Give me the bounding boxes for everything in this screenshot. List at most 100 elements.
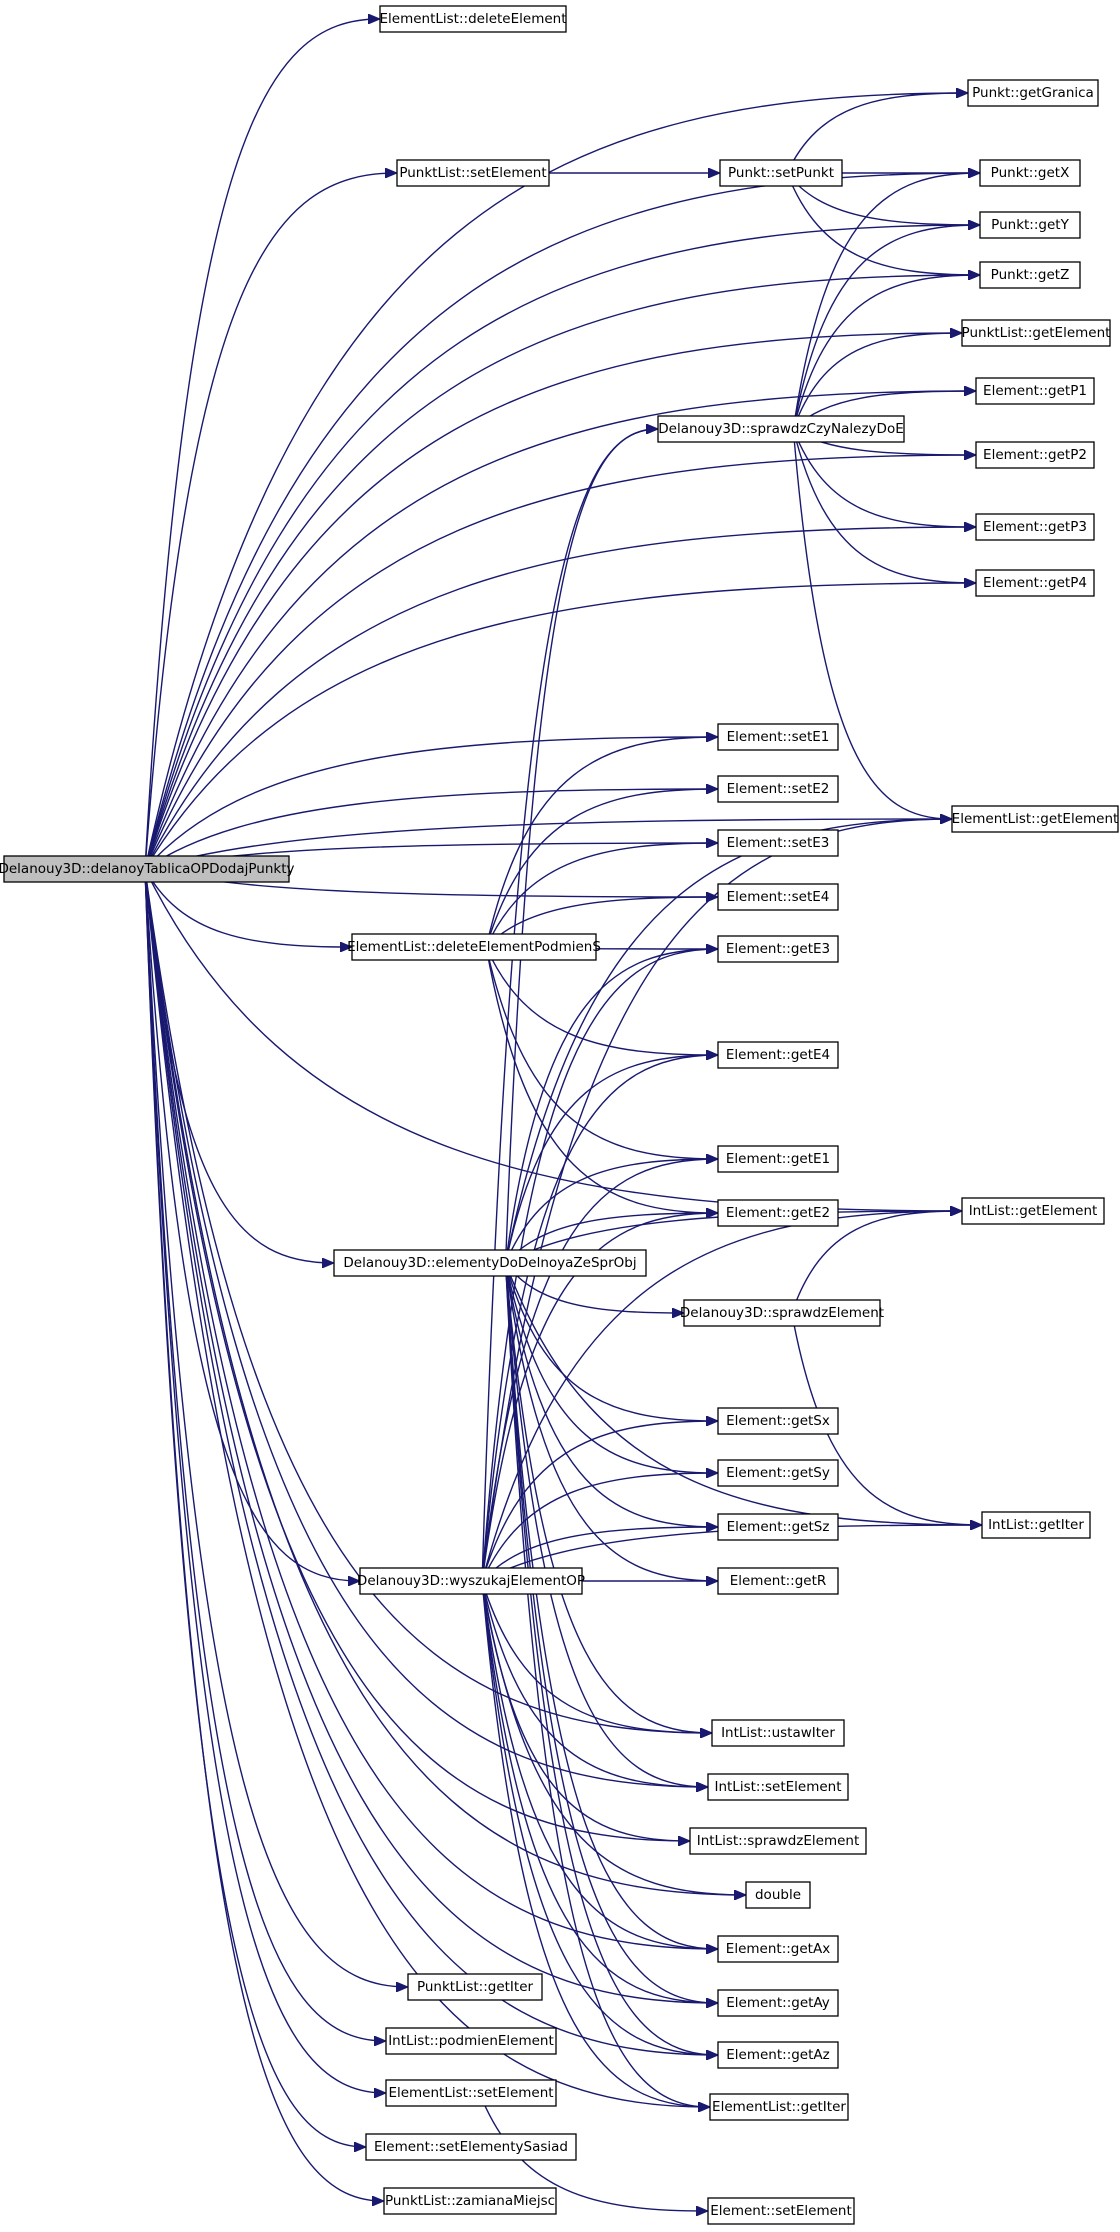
node-label: Element::getP3 [983, 519, 1087, 535]
node-label: IntList::getIter [988, 1517, 1084, 1533]
node-el-deleteElementPodmienS[interactable]: ElementList::deleteElementPodmienS [347, 933, 601, 961]
node-e-setE3[interactable]: Element::setE3 [717, 829, 839, 857]
node-label: Element::getSy [726, 1465, 830, 1481]
node-e-getAy[interactable]: Element::getAy [717, 1989, 839, 2017]
edge-d-sprawdzCzy-to-e-getP3 [792, 428, 975, 527]
edge-root-to-e-setE1 [144, 737, 717, 870]
node-il-podmien[interactable]: IntList::podmienElement [385, 2027, 557, 2055]
node-box [717, 2041, 839, 2069]
node-e-setE1[interactable]: Element::setE1 [717, 723, 839, 751]
node-box [707, 2197, 855, 2225]
node-e-getSy[interactable]: Element::getSy [717, 1459, 839, 1487]
node-il-getIter[interactable]: IntList::getIter [981, 1511, 1091, 1539]
node-e-setSasiad[interactable]: Element::setElementySasiad [365, 2133, 577, 2161]
node-label: Element::getE3 [726, 941, 830, 957]
node-el-setElement[interactable]: ElementList::setElement [385, 2079, 557, 2107]
node-d-elementyDo[interactable]: Delanouy3D::elementyDoDelnoyaZeSprObj [333, 1249, 647, 1277]
edge-d-elementyDo-to-e-getR [504, 1262, 717, 1581]
node-e-getP4[interactable]: Element::getP4 [975, 569, 1095, 597]
node-p-getX[interactable]: Punkt::getX [979, 159, 1081, 187]
edge-d-wyszukaj-to-e-getAy [481, 1580, 717, 2003]
node-box [365, 2133, 577, 2161]
node-e-setElement[interactable]: Element::setElement [707, 2197, 855, 2225]
node-label: Element::setE1 [727, 729, 830, 745]
node-e-getSz[interactable]: Element::getSz [717, 1513, 839, 1541]
node-il-ustawIter[interactable]: IntList::ustawIter [711, 1719, 845, 1747]
node-e-getP3[interactable]: Element::getP3 [975, 513, 1095, 541]
node-p-setPunkt[interactable]: Punkt::setPunkt [719, 159, 843, 187]
node-e-getAx[interactable]: Element::getAx [717, 1935, 839, 1963]
node-double[interactable]: double [745, 1881, 811, 1909]
node-box [719, 159, 843, 187]
node-el-getElement[interactable]: ElementList::getElement [951, 805, 1119, 833]
node-d-sprawdzCzy[interactable]: Delanouy3D::sprawdzCzyNalezyDoE [657, 415, 905, 443]
node-label: Element::getSz [727, 1519, 830, 1535]
edge-d-wyszukaj-to-e-getE2 [481, 1213, 717, 1582]
node-box [385, 2079, 557, 2107]
node-root[interactable]: Delanouy3D::delanoyTablicaOPDodajPunkty [0, 855, 295, 883]
node-box [711, 1719, 845, 1747]
node-label: IntList::setElement [714, 1779, 841, 1795]
node-il-getElement[interactable]: IntList::getElement [961, 1197, 1105, 1225]
node-label: Delanouy3D::wyszukajElementOP [357, 1573, 585, 1589]
node-e-getE4[interactable]: Element::getE4 [717, 1041, 839, 1069]
node-box [333, 1249, 647, 1277]
node-box [975, 377, 1095, 405]
node-d-sprawdzElement[interactable]: Delanouy3D::sprawdzElement [680, 1299, 884, 1327]
node-box [717, 883, 839, 911]
node-e-getSx[interactable]: Element::getSx [717, 1407, 839, 1435]
node-e-setE4[interactable]: Element::setE4 [717, 883, 839, 911]
node-p-getY[interactable]: Punkt::getY [979, 211, 1081, 239]
node-box [717, 1407, 839, 1435]
node-p-getGranica[interactable]: Punkt::getGranica [967, 79, 1099, 107]
node-e-getR[interactable]: Element::getR [717, 1567, 839, 1595]
edge-root-to-e-setSasiad [144, 868, 365, 2147]
edge-root-to-d-elementyDo [144, 868, 333, 1263]
node-d-wyszukaj[interactable]: Delanouy3D::wyszukajElementOP [357, 1567, 585, 1595]
node-box [717, 1459, 839, 1487]
edge-el-deleteElementPodmienS-to-e-setE3 [485, 843, 717, 948]
edge-d-elementyDo-to-el-getElement [504, 819, 951, 1264]
edge-root-to-il-setElement [144, 868, 707, 1787]
node-e-getP2[interactable]: Element::getP2 [975, 441, 1095, 469]
node-box [981, 1511, 1091, 1539]
node-p-getZ[interactable]: Punkt::getZ [979, 261, 1081, 289]
node-box [689, 1827, 867, 1855]
node-box [717, 1989, 839, 2017]
edge-d-elementyDo-to-il-setElement [504, 1262, 707, 1787]
node-e-setE2[interactable]: Element::setE2 [717, 775, 839, 803]
node-label: Punkt::getY [991, 217, 1069, 233]
node-label: Punkt::getZ [991, 267, 1070, 283]
node-pl-getIter[interactable]: PunktList::getIter [407, 1973, 543, 2001]
node-el-getIter[interactable]: ElementList::getIter [709, 2093, 849, 2121]
edge-d-sprawdzCzy-to-pl-getElement [792, 333, 961, 430]
edge-d-elementyDo-to-e-getAz [504, 1262, 717, 2055]
node-pl-setElement[interactable]: PunktList::setElement [396, 159, 550, 187]
node-e-getE1[interactable]: Element::getE1 [717, 1145, 839, 1173]
node-box [709, 2093, 849, 2121]
node-box [975, 513, 1095, 541]
edge-d-sprawdzCzy-to-e-getP4 [792, 428, 975, 583]
node-e-getE3[interactable]: Element::getE3 [717, 935, 839, 963]
node-label: ElementList::getElement [952, 811, 1119, 827]
node-il-sprawdzElement[interactable]: IntList::sprawdzElement [689, 1827, 867, 1855]
edges-layer [144, 19, 981, 2211]
node-il-setElement[interactable]: IntList::setElement [707, 1773, 849, 1801]
edge-p-setPunkt-to-p-getZ [786, 172, 979, 275]
edge-d-wyszukaj-to-il-ustawIter [481, 1580, 711, 1733]
node-pl-zamiana[interactable]: PunktList::zamianaMiejsc [383, 2187, 557, 2215]
edge-d-wyszukaj-to-e-getSy [481, 1473, 717, 1582]
node-e-getP1[interactable]: Element::getP1 [975, 377, 1095, 405]
node-el-deleteElement[interactable]: ElementList::deleteElement [379, 5, 567, 33]
node-label: Element::getE1 [726, 1151, 830, 1167]
edge-d-wyszukaj-to-d-sprawdzCzy [481, 429, 657, 1582]
node-label: ElementList::setElement [388, 2085, 553, 2101]
node-pl-getElement[interactable]: PunktList::getElement [961, 319, 1111, 347]
edge-d-sprawdzCzy-to-p-getX [792, 173, 979, 430]
edge-d-wyszukaj-to-il-getElement [481, 1211, 961, 1582]
edge-d-elementyDo-to-e-getSy [504, 1262, 717, 1473]
node-e-getAz[interactable]: Element::getAz [717, 2041, 839, 2069]
node-e-getE2[interactable]: Element::getE2 [717, 1199, 839, 1227]
edge-d-elementyDo-to-e-getAy [504, 1262, 717, 2003]
node-label: IntList::podmienElement [388, 2033, 554, 2049]
